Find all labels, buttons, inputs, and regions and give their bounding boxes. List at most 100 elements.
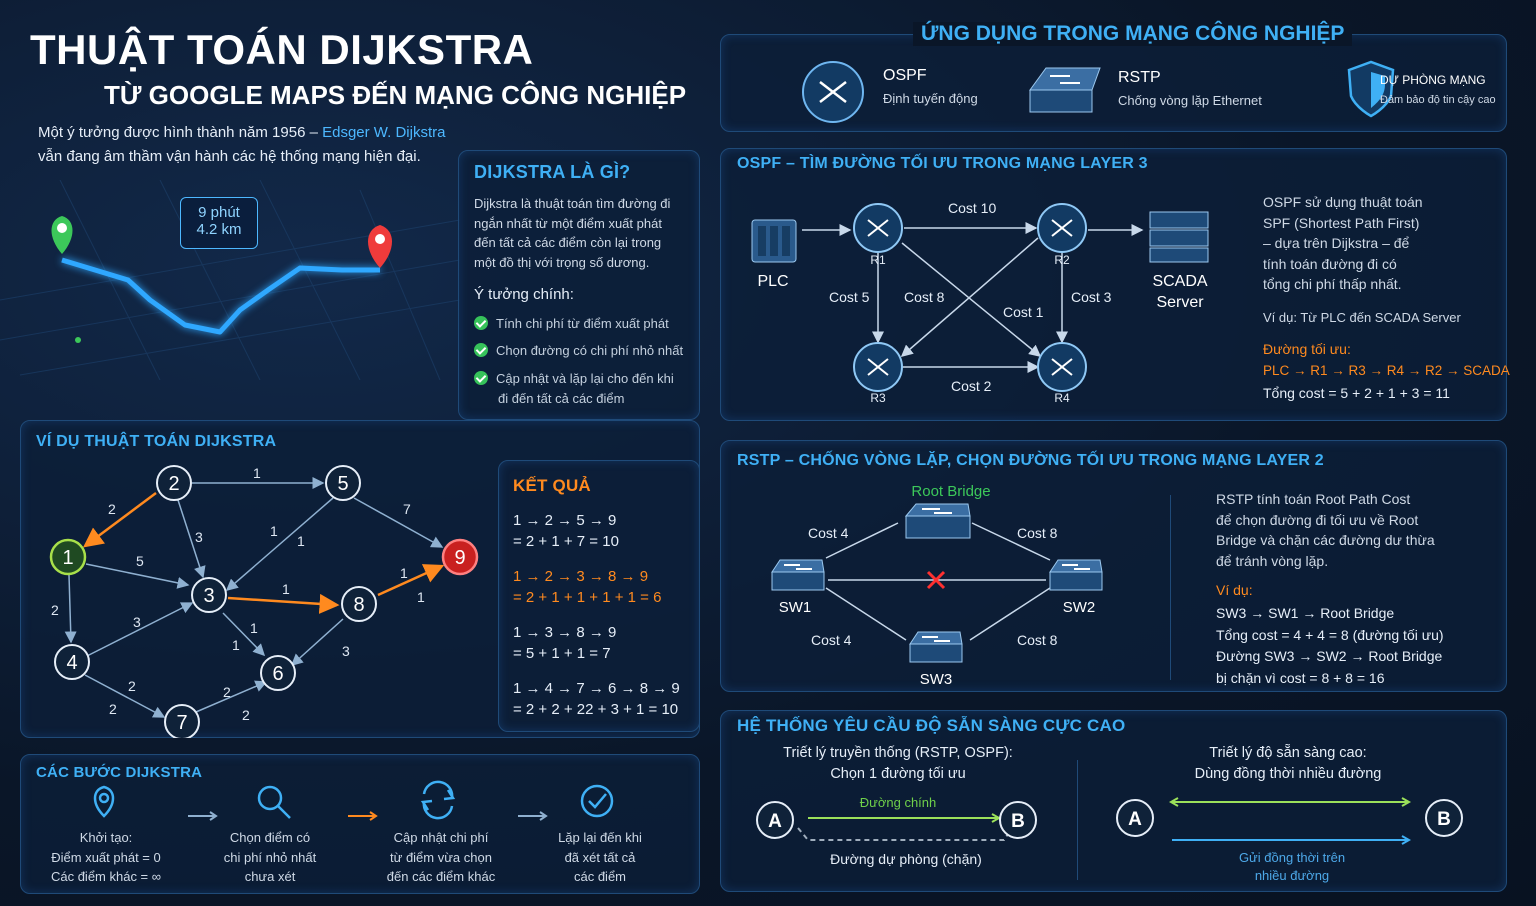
ha-right-line: Dùng đồng thời nhiều đường — [1194, 766, 1382, 782]
node-a-ha: A — [1116, 799, 1154, 837]
graph-node-7: 7 — [164, 704, 200, 738]
router-r2 — [1037, 203, 1087, 253]
apps-icons — [802, 60, 1395, 123]
step-line: các điểm — [573, 869, 627, 884]
ha-left-line: Chọn 1 đường tối ưu — [830, 766, 966, 782]
step-line: chi phí nhỏ nhất — [223, 849, 317, 865]
route-time: 9 phút — [198, 204, 240, 221]
idea-item-cont: đi đến tất cả các điểm — [498, 391, 625, 406]
app-ospf-desc: Định tuyến động — [883, 91, 978, 106]
rstp-example-line: SW3 → SW1 → Root Bridge — [1216, 605, 1395, 621]
step-line: Điểm xuất phát = 0 — [51, 849, 161, 865]
graph-node-5: 5 — [325, 465, 361, 501]
ospf-desc: OSPF sử dụng thuật toán SPF (Shortest Pa… — [1263, 192, 1423, 295]
cost-label: Cost 2 — [951, 378, 992, 394]
edge-label: 7 — [403, 501, 411, 517]
ospf-title: OSPF – TÌM ĐƯỜNG TỐI ƯU TRONG MẠNG LAYER… — [737, 155, 1148, 172]
scada-server-icon — [1149, 211, 1209, 263]
graph-node-4: 4 — [54, 644, 90, 680]
sw3-switch — [909, 631, 963, 663]
cost-label: Cost 8 — [1017, 632, 1058, 648]
edge-label: 2 — [128, 678, 136, 694]
edge-label: 1 — [297, 533, 305, 549]
route-info-box: 9 phút 4.2 km — [180, 197, 258, 249]
ha-left-line: Triết lý truyền thống (RSTP, OSPF): — [783, 745, 1013, 761]
cost-label: Cost 8 — [1017, 525, 1058, 541]
cost-label: Cost 8 — [904, 289, 945, 305]
what-is-desc: Dijkstra là thuật toán tìm đường đi ngắn… — [474, 194, 670, 272]
rstp-desc-line: RSTP tính toán Root Path Cost — [1216, 491, 1411, 507]
blocked-x-icon — [926, 570, 946, 590]
sw2-switch — [1049, 559, 1103, 591]
idea-text: Tính chi phí từ điểm xuất phát — [496, 316, 669, 331]
result-path-best: 1 → 2 → 3 → 8 → 9 — [513, 568, 649, 585]
start-pin-icon — [51, 216, 73, 254]
plc-label: PLC — [757, 273, 788, 290]
result-title: KẾT QUẢ — [513, 476, 591, 495]
ospf-desc-line: OSPF sử dụng thuật toán — [1263, 194, 1423, 210]
edge-label: 1 — [400, 565, 408, 581]
cost-label: Cost 1 — [1003, 304, 1044, 320]
root-bridge-label: Root Bridge — [911, 483, 990, 500]
magnifier-icon — [257, 785, 291, 819]
example-title: VÍ DỤ THUẬT TOÁN DIJKSTRA — [36, 433, 277, 450]
backup-path-label: Đường dự phòng (chặn) — [830, 851, 982, 867]
rstp-title: RSTP – CHỐNG VÒNG LẶP, CHỌN ĐƯỜNG TỐI ƯU… — [737, 452, 1324, 469]
rstp-divider — [1170, 495, 1171, 680]
end-pin-icon — [368, 225, 392, 268]
step-line: đã xét tất cả — [564, 849, 636, 865]
router-label: R1 — [870, 253, 886, 267]
rstp-panel — [720, 440, 1507, 692]
location-pin-icon — [93, 785, 115, 818]
cost-label: Cost 4 — [808, 525, 849, 541]
ospf-desc-line: tổng chi phí thấp nhất. — [1263, 276, 1402, 292]
step-line: từ điểm vừa chọn — [390, 849, 492, 865]
step-4: Lặp lại đến khi đã xét tất cả các điểm — [544, 828, 656, 887]
edge-labels: 1 2 5 3 1 1 7 2 3 1 1 1 1 1 3 2 2 2 2 — [51, 465, 425, 723]
graph-node-3: 3 — [191, 577, 227, 613]
router-nodes — [853, 203, 1087, 392]
root-bridge-switch — [904, 503, 971, 539]
rstp-desc-line: Bridge và chặn các đường dư thừa — [1216, 532, 1435, 548]
map-illustration — [0, 180, 460, 380]
plc-icon — [751, 219, 797, 263]
edge-label: 3 — [342, 643, 350, 659]
ha-title: HỆ THỐNG YÊU CẦU ĐỘ SẴN SÀNG CỰC CAO — [737, 716, 1126, 735]
app-ospf-name: OSPF — [883, 67, 927, 84]
multi-path-label: nhiều đường — [1255, 868, 1329, 883]
desc-line: Dijkstra là thuật toán tìm đường đi — [474, 196, 671, 211]
desc-line: một đồ thị với trọng số dương. — [474, 254, 650, 270]
graph-node-2: 2 — [156, 465, 192, 501]
idea-text: Chọn đường có chi phí nhỏ nhất — [496, 343, 684, 358]
sw1-switch — [771, 559, 825, 591]
graph-node-1: 1 — [49, 538, 87, 576]
node-b: B — [999, 801, 1037, 839]
node-b-ha: B — [1425, 799, 1463, 837]
svg-text:8: 8 — [353, 594, 364, 616]
desc-line: ngắn nhất từ một điểm xuất phát — [474, 215, 662, 231]
step-line: Khởi tạo: — [79, 830, 133, 845]
svg-text:6: 6 — [272, 663, 283, 685]
intro-text: Một ý tưởng được hình thành năm 1956 – — [38, 124, 323, 141]
svg-text:A: A — [768, 811, 782, 832]
page-subtitle: TỪ GOOGLE MAPS ĐẾN MẠNG CÔNG NGHIỆP — [104, 80, 687, 110]
cost-label: Cost 5 — [829, 289, 870, 305]
step-line: Cập nhật chi phí — [393, 830, 489, 845]
rstp-desc-line: để chọn đường đi tối ưu về Root — [1216, 511, 1419, 528]
ha-right-line: Triết lý độ sẵn sàng cao: — [1209, 745, 1367, 761]
graph-node-6: 6 — [260, 655, 296, 691]
svg-text:9: 9 — [454, 547, 465, 569]
edge-label: 1 — [270, 523, 278, 539]
graph-node-8: 8 — [341, 586, 377, 622]
ha-divider — [1077, 760, 1078, 880]
ospf-desc-line: SPF (Shortest Path First) — [1263, 214, 1420, 231]
result-path: 1 → 4 → 7 → 6 → 8 → 9 — [513, 680, 680, 697]
scada-label: Server — [1156, 294, 1204, 311]
result-sum: = 2 + 2 + 22 + 3 + 1 = 10 — [513, 701, 679, 718]
router-r4 — [1037, 342, 1087, 392]
route-distance: 4.2 km — [196, 221, 242, 238]
steps-icons — [93, 780, 614, 821]
ospf-desc-line: – dựa trên Dijkstra – để — [1263, 235, 1410, 251]
page-title: THUẬT TOÁN DIJKSTRA — [30, 26, 534, 73]
graph-node-9: 9 — [441, 538, 479, 576]
